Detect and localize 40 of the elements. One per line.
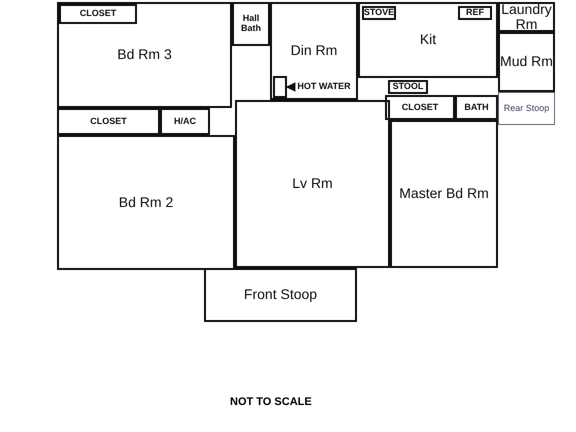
front-stoop: [204, 268, 357, 322]
rear-stoop: [498, 92, 555, 125]
dining-room: [270, 2, 358, 100]
bathroom: [455, 95, 498, 120]
closet-room: [57, 108, 160, 135]
closet-room: [59, 4, 137, 24]
mud-room: [498, 32, 555, 92]
bedroom: [57, 2, 232, 108]
kitchen: [358, 2, 498, 78]
water-heater-box: [273, 76, 287, 98]
room-label: Kit: [420, 32, 436, 48]
room-label: BATH: [464, 102, 489, 112]
living-room: [235, 100, 390, 268]
bedroom: [57, 135, 235, 270]
room-label: Din Rm: [290, 43, 338, 59]
note: NOT TO SCALE: [230, 396, 312, 408]
toilet-box: [388, 80, 428, 94]
room-label: REF: [466, 8, 484, 18]
room-label: Laundry Rm: [500, 2, 553, 32]
closet-room: [385, 95, 455, 120]
room-label: CLOSET: [90, 116, 127, 126]
room-label: CLOSET: [80, 9, 116, 19]
refrigerator-box: [458, 6, 492, 20]
bathroom: [232, 2, 270, 46]
room-label: Rear Stoop: [504, 104, 550, 114]
hvac-closet: [160, 108, 210, 135]
room-label: Bd Rm 2: [118, 194, 174, 210]
master-bedroom: [390, 120, 498, 268]
room-label: Master Bd Rm: [399, 186, 489, 202]
room-label: STOOL: [392, 82, 424, 92]
room-label: Bd Rm 3: [117, 47, 172, 63]
room-label: STOVE: [364, 8, 394, 18]
room-label: Lv Rm: [292, 176, 333, 192]
arrow: [286, 82, 296, 92]
room-label: Mud Rm: [500, 54, 553, 70]
room-label: H/AC: [174, 116, 196, 126]
room-label: Hall Bath: [240, 14, 262, 34]
water-heater-label: HOT WATER: [294, 80, 354, 94]
room-label: Front Stoop: [244, 287, 318, 303]
room-label: CLOSET: [402, 102, 438, 112]
